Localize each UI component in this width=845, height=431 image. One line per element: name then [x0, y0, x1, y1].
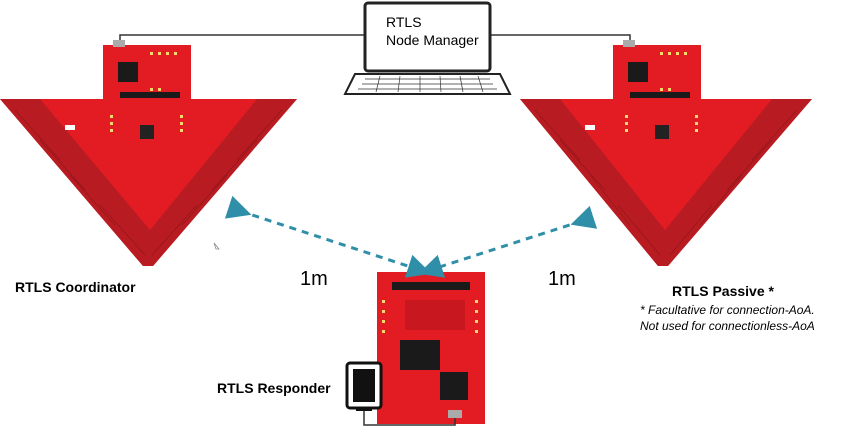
coordinator-launchpad [103, 40, 191, 100]
distance-right: 1m [548, 268, 576, 290]
passive-label: RTLS Passive * [672, 283, 774, 299]
wireless-links [224, 195, 598, 278]
distance-left: 1m [300, 268, 328, 290]
laptop-icon [343, 1, 512, 95]
coordinator-label: RTLS Coordinator [15, 279, 136, 295]
passive-note-line1: * Facultative for connection-AoA. [640, 303, 815, 317]
passive-antenna-board [520, 99, 812, 266]
laptop-title-line2: Node Manager [386, 32, 479, 48]
laptop-title-line1: RTLS [386, 14, 422, 30]
passive-note-line2: Not used for connectionless-AoA [640, 319, 815, 333]
link-coordinator-responder [224, 195, 432, 278]
battery-icon [345, 361, 456, 426]
coordinator-antenna-board [0, 99, 297, 266]
responder-label: RTLS Responder [217, 380, 331, 396]
responder-launchpad [377, 272, 485, 424]
cursor-icon [213, 242, 220, 250]
link-passive-responder [418, 205, 598, 278]
passive-launchpad [613, 40, 701, 100]
